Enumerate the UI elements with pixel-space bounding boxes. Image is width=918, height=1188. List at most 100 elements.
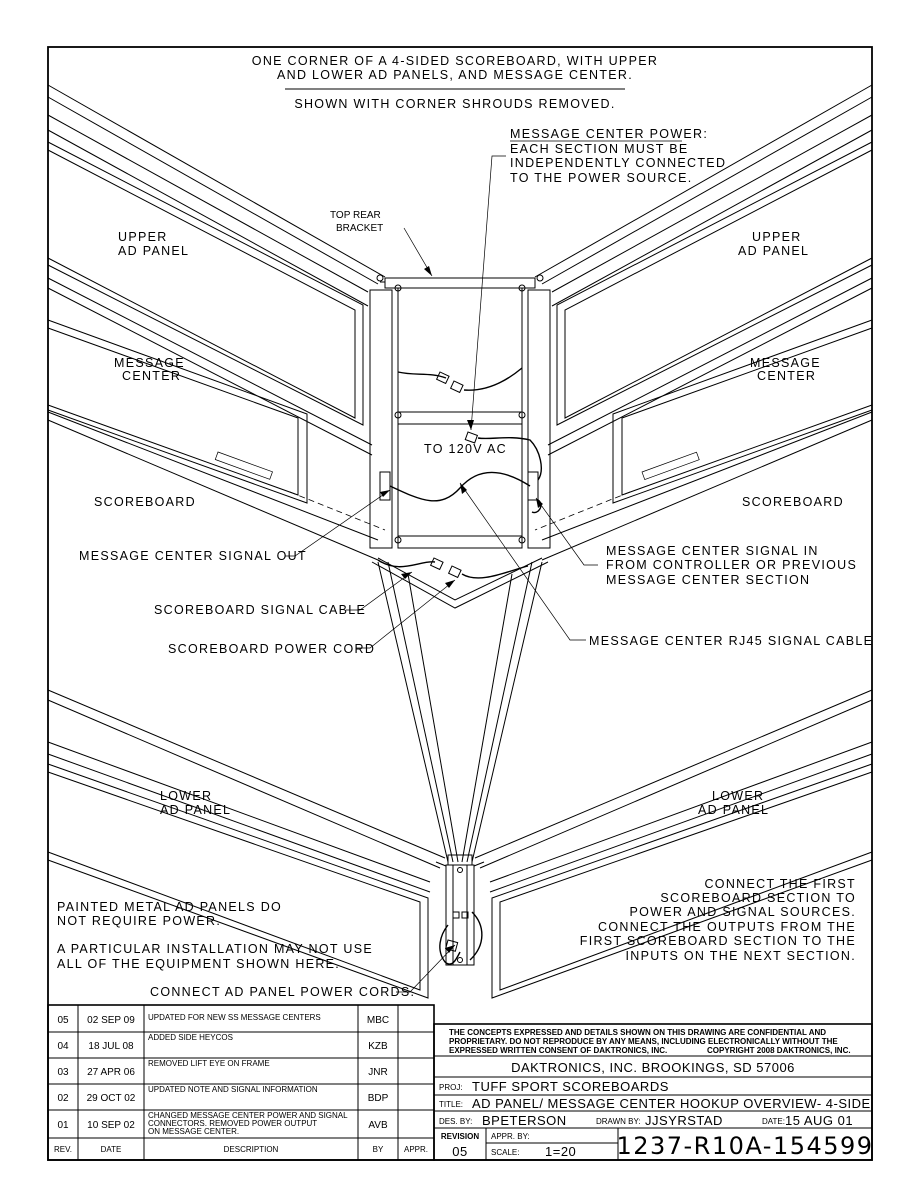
connect-note-line-4: CONNECT THE OUTPUTS FROM THE	[598, 920, 856, 934]
scoreboard-right-label: SCOREBOARD	[742, 495, 844, 509]
revision-row: 02 29 OCT 02 UPDATED NOTE AND SIGNAL INF…	[57, 1085, 388, 1104]
title-label: TITLE:	[439, 1100, 463, 1109]
upper-ad-panel-right-2: AD PANEL	[738, 244, 809, 258]
designed-by: BPETERSON	[482, 1113, 567, 1128]
rev-description-2: CONNECTORS. REMOVED POWER OUTPUT	[148, 1119, 317, 1128]
lower-ad-panel-right-2: AD PANEL	[698, 803, 769, 817]
lower-ad-panel-right-1: LOWER	[712, 789, 764, 803]
connect-note-line-3: POWER AND SIGNAL SOURCES.	[629, 905, 856, 919]
confidential-line-2: PROPRIETARY. DO NOT REPRODUCE BY ANY MEA…	[449, 1037, 838, 1046]
note-title-line-1: ONE CORNER OF A 4-SIDED SCOREBOARD, WITH…	[252, 54, 658, 68]
connect-note-line-1: CONNECT THE FIRST	[704, 877, 856, 891]
cable-wiring	[377, 367, 542, 965]
rev-number: 02	[57, 1093, 69, 1104]
rev-date: 29 OCT 02	[87, 1093, 136, 1104]
power-note-line-2: EACH SECTION MUST BE	[510, 142, 689, 156]
to-120v-label: TO 120V AC	[424, 442, 507, 456]
power-note-line-4: TO THE POWER SOURCE.	[510, 171, 693, 185]
note-title-line-2: AND LOWER AD PANELS, AND MESSAGE CENTER.	[277, 68, 633, 82]
scoreboard-illustration	[47, 84, 873, 999]
mc-signal-out-label: MESSAGE CENTER SIGNAL OUT	[79, 549, 307, 563]
appr-col-header: APPR.	[404, 1145, 428, 1154]
drawing-date: 15 AUG 01	[785, 1113, 853, 1128]
scoreboard-power-cord-label: SCOREBOARD POWER CORD	[168, 642, 375, 656]
connect-first-note: CONNECT THE FIRST SCOREBOARD SECTION TO …	[580, 877, 857, 963]
scoreboard-signal-cable-label: SCOREBOARD SIGNAL CABLE	[154, 603, 366, 617]
rev-date: 27 APR 06	[87, 1067, 135, 1078]
rev-number: 04	[57, 1041, 69, 1052]
revision-row: 05 02 SEP 09 UPDATED FOR NEW SS MESSAGE …	[57, 1013, 389, 1026]
revision-table: 05 02 SEP 09 UPDATED FOR NEW SS MESSAGE …	[47, 1004, 435, 1161]
drawing-title: AD PANEL/ MESSAGE CENTER HOOKUP OVERVIEW…	[472, 1096, 871, 1111]
rev-description: ADDED SIDE HEYCOS	[148, 1033, 233, 1042]
rev-description-3: ON MESSAGE CENTER.	[148, 1127, 239, 1136]
revision-row: 03 27 APR 06 REMOVED LIFT EYE ON FRAME J…	[57, 1059, 387, 1078]
by-col-header: BY	[373, 1145, 384, 1154]
scale-value: 1=20	[545, 1144, 576, 1159]
revision-label: REVISION	[441, 1132, 479, 1141]
lower-ad-panel-left-1: LOWER	[160, 789, 212, 803]
connect-ad-power-label: CONNECT AD PANEL POWER CORDS.	[150, 985, 415, 999]
mc-signal-in-line-2: FROM CONTROLLER OR PREVIOUS	[606, 558, 857, 572]
message-center-right-1: MESSAGE	[750, 356, 821, 370]
appr-by-label: APPR. BY:	[491, 1132, 530, 1141]
revision-number: 05	[452, 1144, 467, 1159]
rev-by: AVB	[368, 1120, 388, 1131]
date-col-header: DATE	[101, 1145, 122, 1154]
copyright-notice: COPYRIGHT 2008 DAKTRONICS, INC.	[707, 1046, 851, 1055]
install-note-line-2: ALL OF THE EQUIPMENT SHOWN HERE.	[57, 957, 340, 971]
connect-note-line-5: FIRST SCOREBOARD SECTION TO THE	[580, 934, 856, 948]
rev-number: 03	[57, 1067, 69, 1078]
power-note-line-3: INDEPENDENTLY CONNECTED	[510, 156, 726, 170]
rev-description: UPDATED FOR NEW SS MESSAGE CENTERS	[148, 1013, 321, 1022]
rev-by: MBC	[367, 1015, 389, 1026]
leader-lines	[285, 155, 598, 993]
power-note: MESSAGE CENTER POWER: EACH SECTION MUST …	[510, 127, 726, 185]
date-label: DATE:	[762, 1117, 785, 1126]
confidential-line-1: THE CONCEPTS EXPRESSED AND DETAILS SHOWN…	[449, 1028, 826, 1037]
proj-label: PROJ:	[439, 1083, 463, 1092]
power-note-heading: MESSAGE CENTER POWER:	[510, 127, 708, 141]
rev-by: JNR	[368, 1067, 387, 1078]
upper-ad-panel-left-1: UPPER	[118, 230, 168, 244]
scoreboard-left-label: SCOREBOARD	[94, 495, 196, 509]
connect-note-line-6: INPUTS ON THE NEXT SECTION.	[626, 949, 857, 963]
message-center-right-2: CENTER	[757, 369, 816, 383]
title-block: THE CONCEPTS EXPRESSED AND DETAILS SHOWN…	[433, 1023, 873, 1161]
mc-rj45-cable-label: MESSAGE CENTER RJ45 SIGNAL CABLE	[589, 634, 873, 648]
rev-number: 05	[57, 1015, 69, 1026]
project-name: TUFF SPORT SCOREBOARDS	[472, 1079, 669, 1094]
top-rear-bracket-label-1: TOP REAR	[330, 210, 381, 221]
mc-signal-in-line-3: MESSAGE CENTER SECTION	[606, 573, 810, 587]
rev-description: REMOVED LIFT EYE ON FRAME	[148, 1059, 270, 1068]
confidential-line-3: EXPRESSED WRITTEN CONSENT OF DAKTRONICS,…	[449, 1046, 667, 1055]
top-rear-bracket-label-2: BRACKET	[336, 223, 383, 234]
mc-signal-in-line-1: MESSAGE CENTER SIGNAL IN	[606, 544, 819, 558]
rev-date: 02 SEP 09	[87, 1015, 135, 1026]
rev-description: CHANGED MESSAGE CENTER POWER AND SIGNAL	[148, 1111, 348, 1120]
drawn-by: JJSYRSTAD	[645, 1113, 723, 1128]
painted-note-line-1: PAINTED METAL AD PANELS DO	[57, 900, 282, 914]
painted-note-line-2: NOT REQUIRE POWER.	[57, 914, 221, 928]
rev-description: UPDATED NOTE AND SIGNAL INFORMATION	[148, 1085, 318, 1094]
install-note-line-1: A PARTICULAR INSTALLATION MAY NOT USE	[57, 942, 373, 956]
note-title-line-3: SHOWN WITH CORNER SHROUDS REMOVED.	[294, 97, 615, 111]
connect-note-line-2: SCOREBOARD SECTION TO	[660, 891, 856, 905]
rev-date: 18 JUL 08	[88, 1041, 134, 1052]
header-note: ONE CORNER OF A 4-SIDED SCOREBOARD, WITH…	[252, 54, 658, 111]
painted-panels-note: PAINTED METAL AD PANELS DO NOT REQUIRE P…	[57, 900, 373, 971]
upper-ad-panel-right-1: UPPER	[752, 230, 802, 244]
revision-row: 01 10 SEP 02 CHANGED MESSAGE CENTER POWE…	[57, 1111, 388, 1136]
scale-label: SCALE:	[491, 1148, 519, 1157]
lower-ad-panel-left-2: AD PANEL	[160, 803, 231, 817]
description-col-header: DESCRIPTION	[224, 1145, 279, 1154]
rev-col-header: REV.	[54, 1145, 72, 1154]
upper-ad-panel-left-2: AD PANEL	[118, 244, 189, 258]
drawn-by-label: DRAWN BY:	[596, 1117, 641, 1126]
drawing-number: 1237-R10A-154599	[616, 1132, 873, 1160]
rev-date: 10 SEP 02	[87, 1120, 135, 1131]
message-center-left-1: MESSAGE	[114, 356, 185, 370]
revision-row: 04 18 JUL 08 ADDED SIDE HEYCOS KZB	[57, 1033, 388, 1052]
company-name: DAKTRONICS, INC. BROOKINGS, SD 57006	[511, 1060, 795, 1075]
